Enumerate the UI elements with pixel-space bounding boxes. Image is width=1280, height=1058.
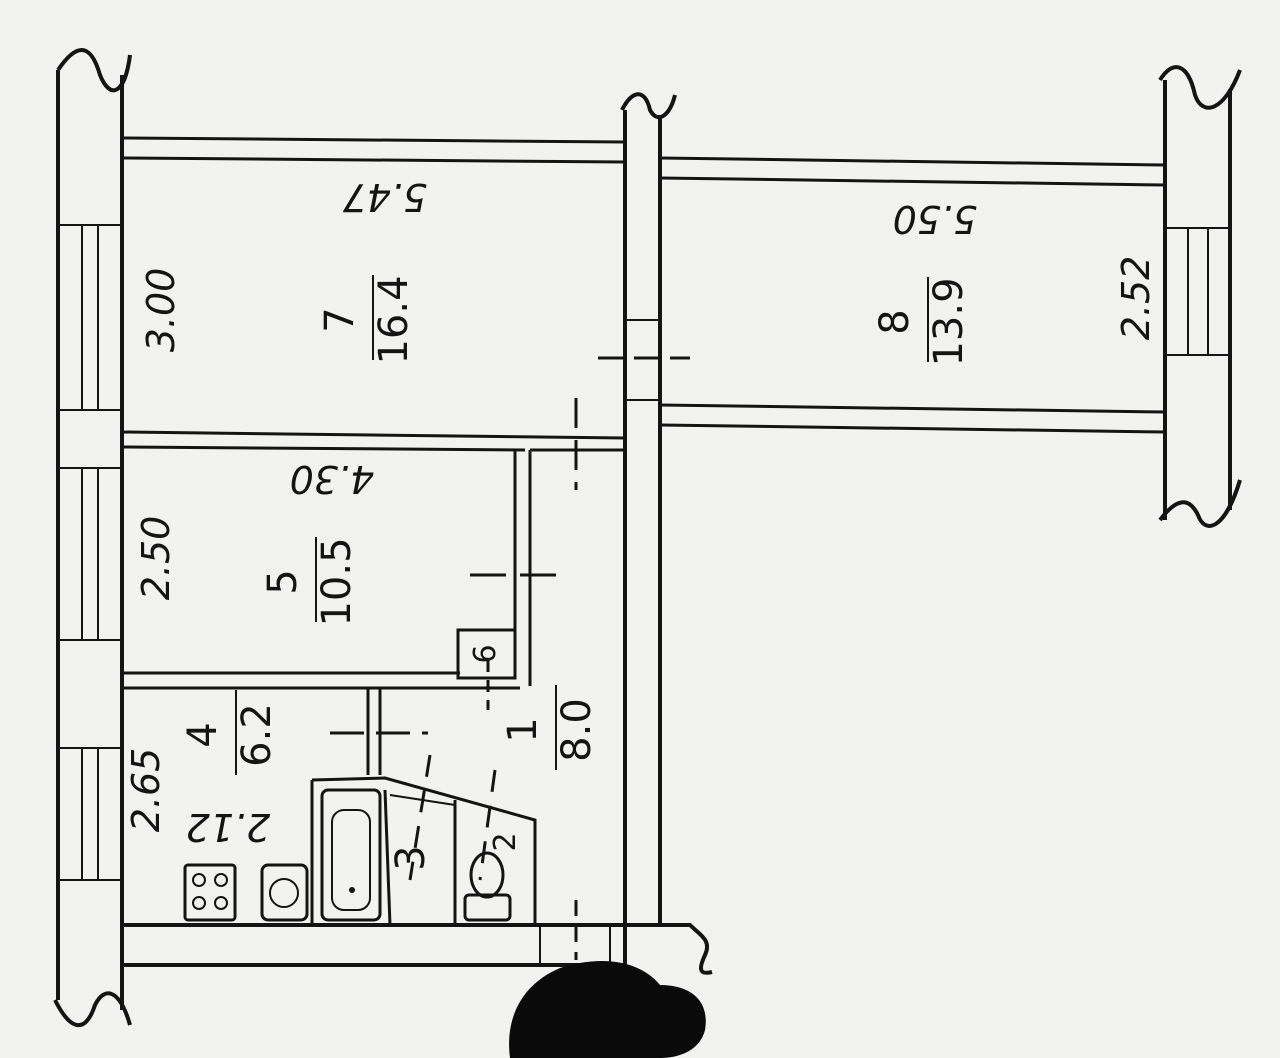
toilet-icon [463,851,512,922]
room-5-area: 10.5 [314,537,360,626]
exterior-wall-left [53,48,132,1028]
room-8-walls [659,156,1166,434]
room-4-number: 4 [180,722,226,747]
room-2-number: 2 [488,832,523,851]
room-7-number: 7 [317,307,363,332]
svg-text:2.65: 2.65 [124,748,168,833]
room-1-label: 1 8.0 [500,685,600,770]
svg-text:2.12: 2.12 [186,805,271,849]
room-2-label: 2 [488,832,523,851]
room-7-area: 16.4 [371,275,417,364]
bathtub-icon [320,788,382,922]
dim-room5-width: 2.50 [134,516,178,601]
svg-text:2.50: 2.50 [134,516,178,601]
dim-room4-width: 2.65 [124,748,168,833]
room-5-label: 5 10.5 [260,537,360,627]
stove-icon [183,863,237,922]
dim-room8-length: 5.50 [893,197,978,241]
window-left-2 [58,467,122,641]
room-5-number: 5 [260,569,306,594]
room-6-number: 6 [468,644,503,663]
room-1-number: 1 [500,717,546,742]
central-wall [620,92,677,965]
svg-text:5.47: 5.47 [343,175,428,219]
exterior-wall-right [1158,65,1242,528]
svg-text:3.00: 3.00 [139,268,183,353]
room-4-area: 6.2 [234,703,280,767]
dim-room4-length: 2.12 [186,805,271,849]
room-3-label: 3 [388,845,434,870]
sink-icon [260,863,309,922]
svg-text:2.52: 2.52 [1114,256,1158,341]
room-1-area: 8.0 [554,698,600,762]
door-markers [330,356,690,960]
room-3-number: 3 [388,845,434,870]
dim-room5-length: 4.30 [290,457,375,501]
dim-room7-width: 3.00 [139,268,183,353]
room-4-label: 4 6.2 [180,690,280,775]
cabinet-6 [456,628,517,680]
room-5-walls [122,448,625,775]
room-8-area: 13.9 [926,277,972,366]
room-8-label: 8 13.9 [872,277,972,367]
bottom-wall [122,923,713,975]
redaction-blob [509,961,706,1058]
window-left-1 [58,224,122,411]
dim-room8-width: 2.52 [1114,256,1158,341]
dim-room7-length: 5.47 [343,175,428,219]
room-8-number: 8 [872,309,918,334]
svg-text:5.50: 5.50 [893,197,978,241]
room-6-label: 6 [468,644,503,663]
room-7-label: 7 16.4 [317,275,417,365]
window-left-3 [58,747,122,881]
room-7-walls [121,136,626,452]
svg-text:4.30: 4.30 [290,457,375,501]
